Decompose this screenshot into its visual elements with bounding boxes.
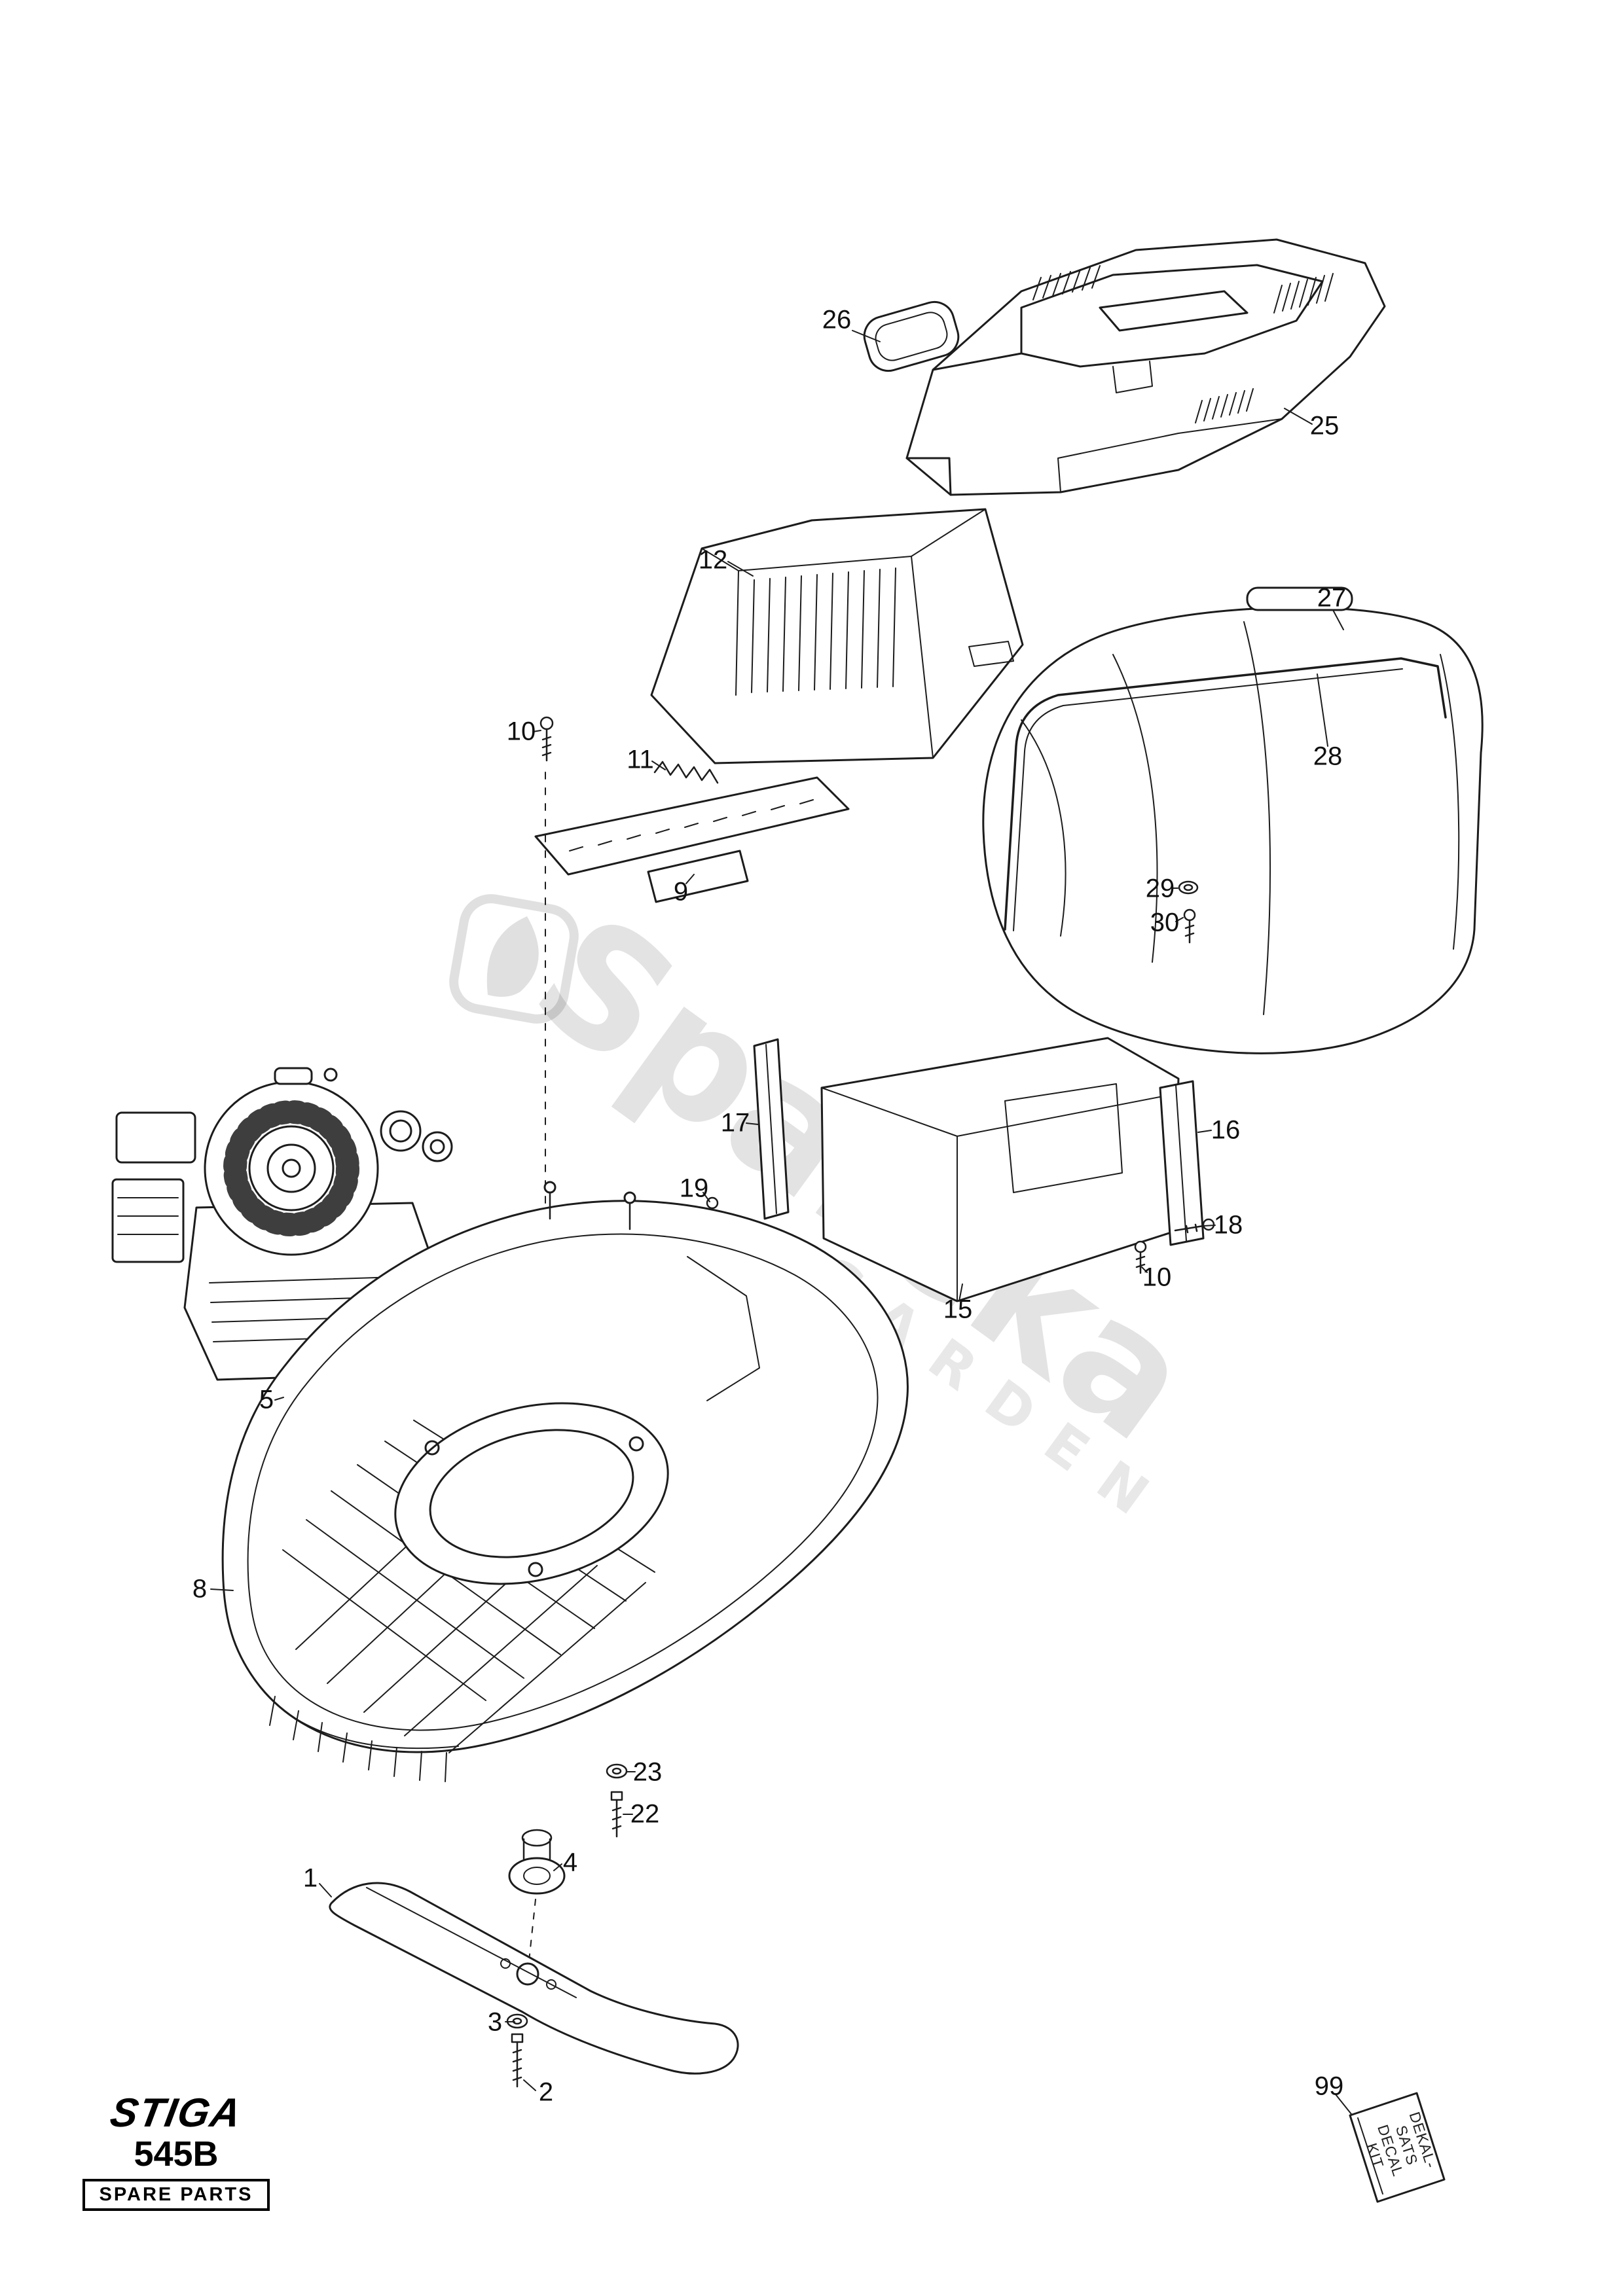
brand-box: STIGA 545B SPARE PARTS (82, 2090, 270, 2212)
part-callout: 8 (192, 1574, 208, 1604)
support-bracket-part (534, 776, 850, 903)
part-callout: 12 (698, 545, 728, 575)
decal-kit-part (1349, 2092, 1446, 2203)
screw-18-part (1174, 1218, 1215, 1234)
blade-adapter-part (508, 1829, 566, 1895)
spring-part (653, 761, 719, 784)
leader-lines (210, 330, 1352, 2115)
part-callout: 99 (1314, 2072, 1344, 2101)
part-callout: 10 (1142, 1263, 1172, 1292)
side-strip-17-part (753, 1038, 790, 1220)
top-cover-part (905, 238, 1386, 496)
part-callout: 27 (1317, 583, 1347, 613)
washer-29-part (1178, 880, 1199, 895)
part-callout: 10 (506, 717, 536, 746)
deck-part (221, 1181, 909, 1782)
bolt-22-part (610, 1791, 623, 1838)
screw-10-lower-part (1134, 1240, 1147, 1274)
screw-30-part (1183, 908, 1196, 944)
bag-frame-wire-part (1004, 657, 1447, 931)
grass-bag-part (982, 586, 1484, 1054)
part-callout: 15 (943, 1295, 973, 1324)
part-callout: 18 (1213, 1210, 1243, 1240)
brand-logo: STIGA (107, 2090, 246, 2136)
watermark-leaf-icon (449, 894, 579, 1024)
side-plate-16-part (1159, 1080, 1205, 1246)
rear-plate-part (820, 1037, 1180, 1302)
part-callout: 25 (1309, 411, 1340, 440)
part-callout: 22 (630, 1799, 660, 1829)
bolt-2-part (511, 2033, 524, 2088)
cover-frame-part (863, 300, 960, 372)
brand-caption: SPARE PARTS (82, 2179, 270, 2212)
part-callout: 11 (627, 745, 654, 774)
hatch-lid-part (650, 508, 1024, 764)
engine-part (111, 1067, 453, 1381)
blade-part (329, 1882, 739, 2075)
part-callout: 3 (487, 2007, 503, 2037)
washer-23-part (606, 1763, 628, 1779)
screw-10-top-part (539, 716, 554, 762)
part-callout: 30 (1150, 908, 1180, 937)
part-callout: 9 (673, 877, 689, 906)
blade-axis-line (528, 1899, 536, 1962)
part-callout: 2 (538, 2077, 554, 2107)
part-callout: 19 (679, 1174, 709, 1203)
part-callout: 16 (1211, 1115, 1241, 1145)
brand-model: 545B (134, 2134, 219, 2174)
part-callout: 5 (259, 1385, 274, 1414)
part-callout: 23 (632, 1757, 663, 1787)
part-callout: 29 (1145, 874, 1175, 903)
part-callout: 28 (1313, 742, 1343, 771)
part-callout: 17 (720, 1108, 750, 1138)
part-callout: 4 (562, 1848, 578, 1877)
part-callout: 26 (822, 305, 852, 334)
part-callout: 1 (302, 1863, 318, 1893)
